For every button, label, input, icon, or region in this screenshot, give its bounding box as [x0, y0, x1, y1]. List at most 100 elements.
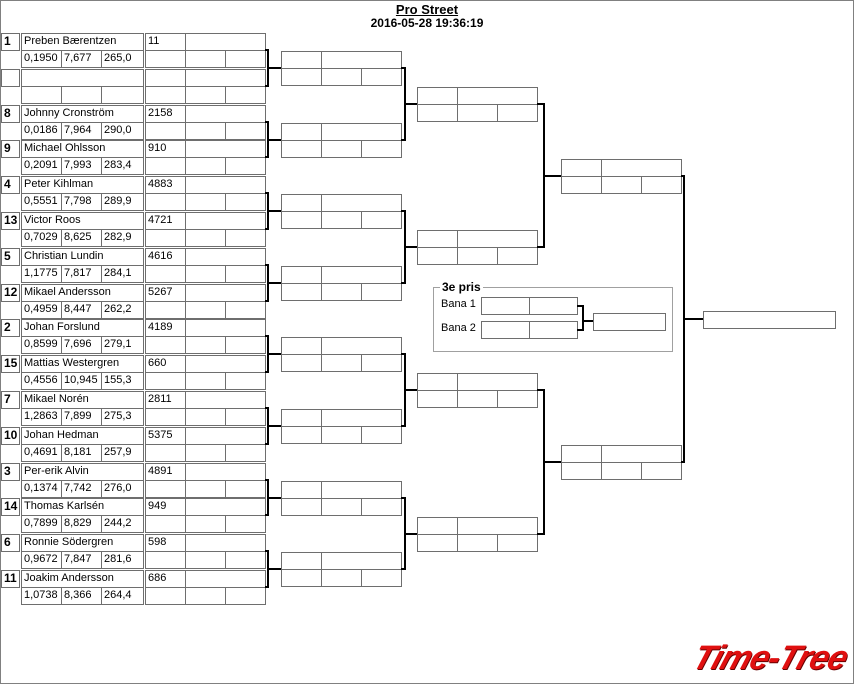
bracket-line	[577, 329, 583, 331]
racer-name[interactable]: Joakim Andersson	[21, 570, 144, 588]
racer-name[interactable]: Victor Roos	[21, 212, 144, 230]
car-number: 2811	[145, 391, 186, 409]
semifinal-slot-cell	[641, 462, 682, 480]
round2-slot-cell	[361, 498, 402, 516]
result-cell	[225, 336, 266, 354]
car-number: 598	[145, 534, 186, 552]
bracket-line	[401, 425, 406, 427]
racer-name[interactable]: Ronnie Södergren	[21, 534, 144, 552]
result-cell	[185, 336, 226, 354]
result-cell	[225, 301, 266, 319]
quarterfinal-slot-cell	[457, 104, 498, 122]
racer-name[interactable]: Mikael Norén	[21, 391, 144, 409]
racer-name[interactable]: Mikael Andersson	[21, 284, 144, 302]
reaction-time: 0,0186	[21, 122, 62, 140]
result-cell	[185, 570, 266, 588]
result-cell	[225, 193, 266, 211]
result-cell	[185, 372, 226, 390]
racer-name[interactable]: Mattias Westergren	[21, 355, 144, 373]
result-cell	[185, 319, 266, 337]
semifinal-slot-cell	[561, 462, 602, 480]
result-cell	[185, 265, 226, 283]
quarterfinal-slot-cell	[457, 230, 538, 248]
racer-name[interactable]: Per-erik Alvin	[21, 463, 144, 481]
bracket-line	[537, 389, 545, 391]
result-cell	[185, 248, 266, 266]
top-speed: 155,3	[101, 372, 144, 390]
semifinal-slot-cell	[601, 159, 682, 177]
elapsed-time: 7,993	[61, 157, 102, 175]
round2-slot-cell	[281, 569, 322, 587]
result-cell	[185, 587, 226, 605]
car-number: 910	[145, 140, 186, 158]
semifinal-slot-cell	[561, 159, 602, 177]
quarterfinal-slot-cell	[457, 373, 538, 391]
bracket-line	[683, 318, 703, 320]
third-place-cell	[529, 321, 578, 339]
round2-slot-cell	[321, 337, 402, 355]
result-cell	[145, 301, 186, 319]
bracket-line	[401, 67, 406, 69]
round2-slot-cell	[281, 68, 322, 86]
result-cell	[145, 444, 186, 462]
reaction-time: 0,8599	[21, 336, 62, 354]
car-number: 660	[145, 355, 186, 373]
racer-name[interactable]	[21, 69, 144, 87]
racer-name[interactable]: Johnny Cronström	[21, 105, 144, 123]
elapsed-time	[61, 86, 102, 104]
racer-name[interactable]: Christian Lundin	[21, 248, 144, 266]
result-cell	[185, 50, 226, 68]
racer-name[interactable]: Thomas Karlsén	[21, 498, 144, 516]
round2-slot-cell	[321, 194, 402, 212]
round2-slot-cell	[281, 409, 322, 427]
semifinal-slot-cell	[561, 445, 602, 463]
result-cell	[145, 157, 186, 175]
round2-slot-cell	[281, 337, 322, 355]
racer-name[interactable]: Peter Kihlman	[21, 176, 144, 194]
car-number: 4721	[145, 212, 186, 230]
result-cell	[145, 515, 186, 533]
result-cell	[185, 33, 266, 51]
bracket-line	[267, 425, 281, 427]
seed-number: 12	[1, 284, 20, 302]
bracket-line	[404, 246, 417, 248]
round2-slot-cell	[321, 409, 402, 427]
round2-slot-cell	[281, 211, 322, 229]
result-cell	[185, 463, 266, 481]
round2-slot-cell	[281, 266, 322, 284]
car-number: 5375	[145, 427, 186, 445]
racer-name[interactable]: Preben Bærentzen	[21, 33, 144, 51]
quarterfinal-slot-cell	[417, 87, 458, 105]
result-cell	[185, 551, 226, 569]
round2-slot-cell	[321, 140, 362, 158]
result-cell	[145, 50, 186, 68]
elapsed-time: 8,625	[61, 229, 102, 247]
result-cell	[185, 391, 266, 409]
bracket-line	[404, 103, 417, 105]
result-cell	[185, 193, 226, 211]
round2-slot-cell	[361, 211, 402, 229]
semifinal-slot-cell	[601, 176, 642, 194]
round2-slot-cell	[361, 68, 402, 86]
quarterfinal-slot-cell	[497, 390, 538, 408]
reaction-time: 0,5551	[21, 193, 62, 211]
bracket-line	[267, 497, 281, 499]
racer-name[interactable]: Johan Hedman	[21, 427, 144, 445]
result-cell	[145, 551, 186, 569]
result-cell	[185, 301, 226, 319]
reaction-time: 0,4959	[21, 301, 62, 319]
bracket-line	[537, 103, 545, 105]
result-cell	[225, 86, 266, 104]
round2-slot-cell	[281, 123, 322, 141]
result-cell	[185, 498, 266, 516]
racer-name[interactable]: Johan Forslund	[21, 319, 144, 337]
result-cell	[185, 427, 266, 445]
racer-name[interactable]: Michael Ohlsson	[21, 140, 144, 158]
lane2-label: Bana 2	[441, 322, 476, 334]
top-speed	[101, 86, 144, 104]
reaction-time: 0,4691	[21, 444, 62, 462]
reaction-time: 0,1374	[21, 480, 62, 498]
round2-slot-cell	[361, 354, 402, 372]
bracket-line	[404, 533, 417, 535]
car-number: 4883	[145, 176, 186, 194]
